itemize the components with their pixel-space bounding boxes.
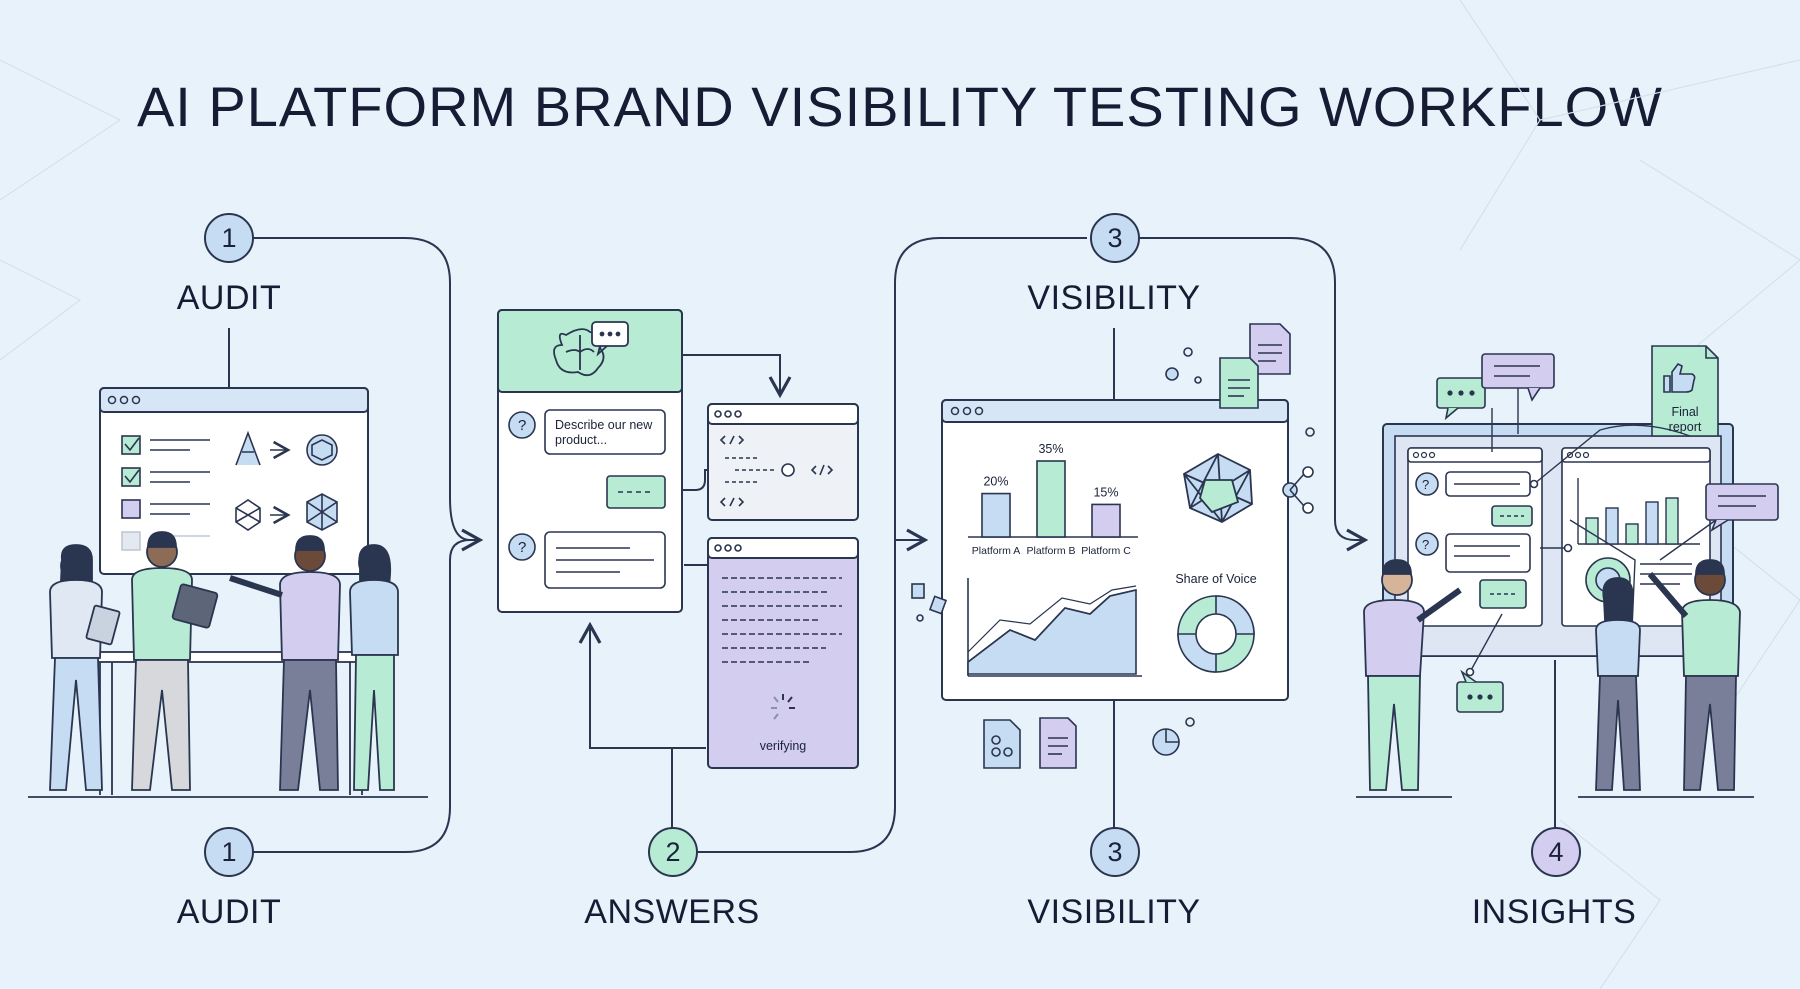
bar-platform-c <box>1091 503 1121 538</box>
audit-screen <box>99 387 369 575</box>
area-chart <box>967 578 1142 677</box>
bar-category-label: Platform B <box>1026 545 1075 557</box>
step-number-2: 2 <box>648 827 698 877</box>
step-number-4: 4 <box>1531 827 1581 877</box>
bar-value-label: 15% <box>1093 485 1118 499</box>
bar-platform-b <box>1036 460 1066 538</box>
share-of-voice-label: Share of Voice <box>1175 572 1256 586</box>
bar-category-label: Platform C <box>1081 545 1131 557</box>
floating-documents <box>911 323 1315 769</box>
svg-text:?: ? <box>1422 537 1429 552</box>
share-of-voice-donut <box>1177 595 1255 673</box>
step-number-1-bottom: 1 <box>204 827 254 877</box>
step-number-3-top: 3 <box>1090 213 1140 263</box>
flow-connectors <box>228 237 1556 853</box>
bar-value-label: 35% <box>1038 442 1063 456</box>
audit-team-illustration <box>28 531 428 798</box>
step-number-3-bottom: 3 <box>1090 827 1140 877</box>
step-label-visibility-bottom: VISIBILITY <box>1027 893 1201 931</box>
platform-logo-icon <box>1183 452 1253 524</box>
bar-category-label: Platform A <box>972 545 1020 557</box>
visibility-dashboard: 20% Platform A 35% Platform B 15% Platform C <box>941 399 1289 701</box>
prompt-text-line2: product... <box>555 433 607 447</box>
step-label-audit-bottom: AUDIT <box>176 893 282 931</box>
verification-document <box>707 537 859 769</box>
svg-text:?: ? <box>518 539 526 556</box>
bar-platform-a <box>981 492 1011 538</box>
insights-board <box>1382 423 1734 657</box>
svg-text:?: ? <box>1422 477 1429 492</box>
final-report-document <box>1651 345 1719 437</box>
chat-bubble-icon <box>1436 353 1779 713</box>
insights-team-illustration <box>1356 559 1754 798</box>
page-title: AI PLATFORM BRAND VISIBILITY TESTING WOR… <box>136 75 1664 138</box>
bar-value-label: 20% <box>983 475 1008 489</box>
answers-chat-panel: ? ? Describe our new product... <box>497 309 683 613</box>
step-number-1-top: 1 <box>204 213 254 263</box>
step-label-visibility-top: VISIBILITY <box>1027 279 1201 317</box>
step-label-audit-top: AUDIT <box>176 279 282 317</box>
final-report-line1: Final <box>1671 405 1698 419</box>
verifying-label: verifying <box>760 739 807 753</box>
svg-text:?: ? <box>518 417 526 434</box>
prompt-text-line1: Describe our new <box>555 418 653 432</box>
step-label-insights: INSIGHTS <box>1471 893 1637 931</box>
final-report-line2: report <box>1669 420 1702 434</box>
step-label-answers: ANSWERS <box>584 893 760 931</box>
bar-chart: 20% Platform A 35% Platform B 15% Platform C <box>972 442 1131 557</box>
code-window <box>707 403 859 521</box>
